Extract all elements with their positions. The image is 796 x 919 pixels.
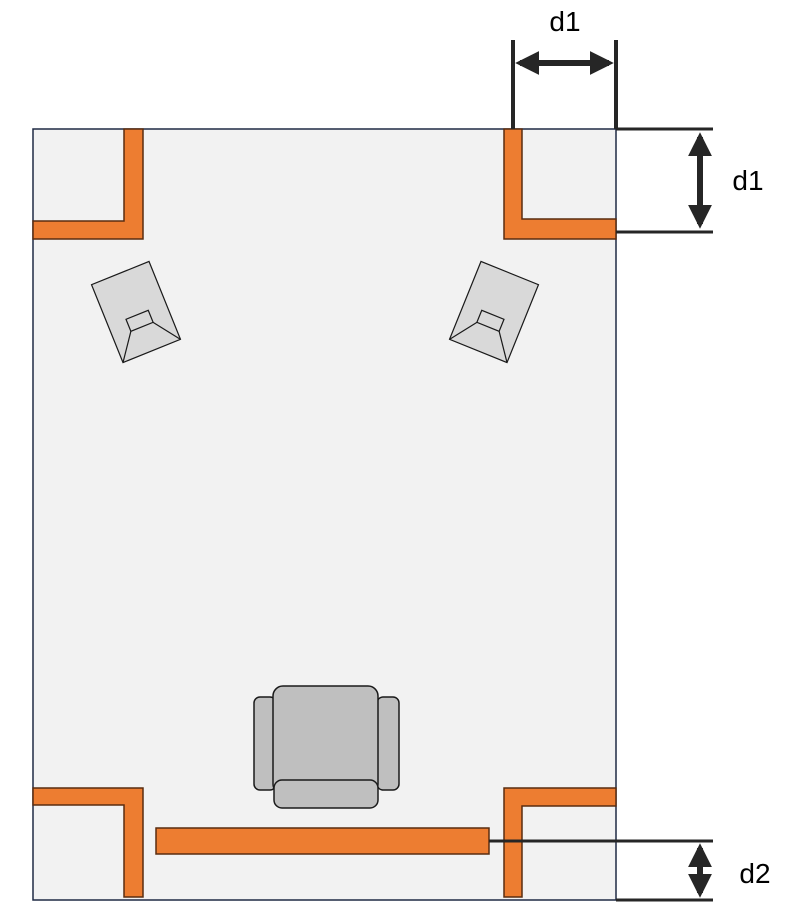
top-dimension-label: d1 [549, 6, 580, 37]
corner-panel-top-right [503, 128, 617, 240]
corner-panel-bottom-right [503, 787, 617, 898]
corner-panel-bottom-left [32, 787, 144, 898]
speaker-icon [90, 260, 182, 364]
top-dimension: d1 [511, 6, 618, 129]
corner-panel-top-left [32, 128, 144, 240]
right-dimension: d1 [616, 127, 764, 234]
right-dimension-label: d1 [732, 165, 763, 196]
rear-wall-panel [155, 827, 490, 855]
bottom-dimension: d2 [489, 839, 771, 902]
armchair-icon [253, 685, 400, 809]
bottom-dimension-label: d2 [739, 858, 770, 889]
speaker-icon [448, 260, 540, 364]
